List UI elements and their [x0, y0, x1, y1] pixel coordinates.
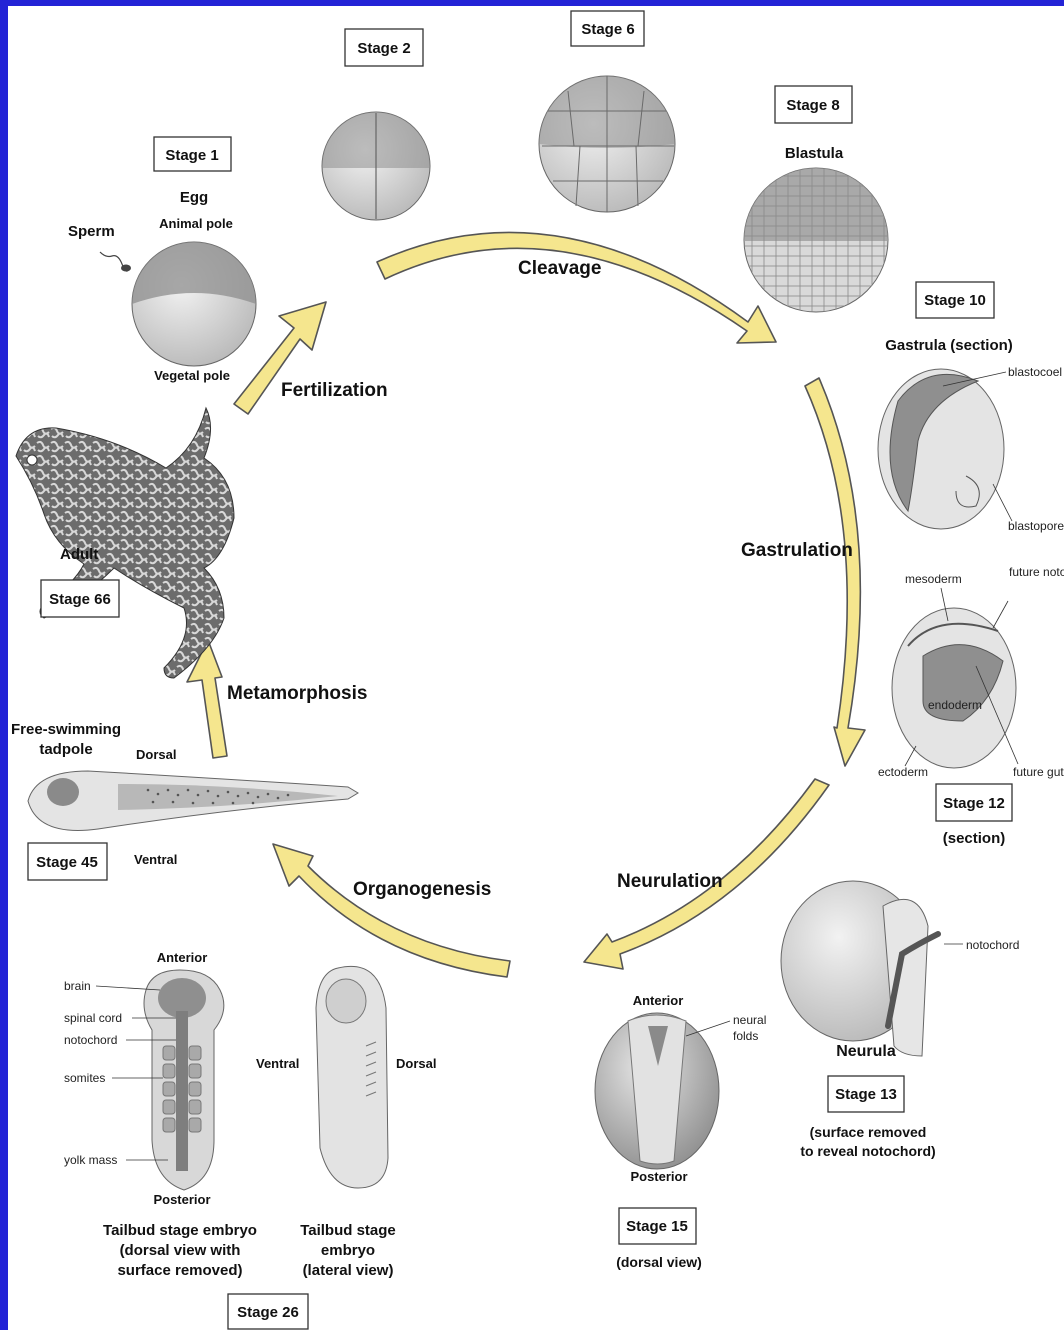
stage-2-group: Stage 2	[322, 29, 430, 220]
tadpole-eye-area	[47, 778, 79, 806]
stage-13-group: notochord Neurula Stage 13 (surface remo…	[781, 881, 1019, 1159]
neural-folds-label-2: folds	[733, 1029, 758, 1043]
animal-pole-label: Animal pole	[159, 216, 233, 231]
tailbud-lateral-head	[326, 979, 366, 1023]
organogenesis-arrow	[273, 844, 510, 977]
neurula-cut-surface	[883, 899, 928, 1056]
stage-15-label: Stage 15	[626, 1218, 688, 1235]
cleavage-arrow	[377, 232, 776, 343]
stage-10-label: Stage 10	[924, 292, 986, 309]
stage-26-group: Anterior brain spinal cord notochord som…	[64, 950, 436, 1329]
stage-13-caption-2: to reveal notochord)	[800, 1143, 935, 1159]
stage-45-label: Stage 45	[36, 854, 98, 871]
life-cycle-diagram: Fertilization Cleavage Gastrulation Neur…	[8, 6, 1064, 1330]
tailbud-caption-a-1: Tailbud stage embryo	[103, 1222, 257, 1239]
tailbud-caption-a-2: (dorsal view with	[120, 1242, 241, 1259]
stage-26-anterior: Anterior	[157, 950, 208, 965]
gastrulation-arrow	[805, 378, 865, 766]
adult-title: Adult	[60, 546, 98, 563]
sperm-label: Sperm	[68, 223, 115, 240]
stage-66-label: Stage 66	[49, 591, 111, 608]
vegetal-pole-label: Vegetal pole	[154, 368, 230, 383]
stage-6-group: Stage 6	[539, 11, 675, 212]
stage-13-label: Stage 13	[835, 1086, 897, 1103]
stage-15-caption: (dorsal view)	[616, 1254, 702, 1270]
somites-label: somites	[64, 1071, 105, 1085]
stage-12-label: Stage 12	[943, 795, 1005, 812]
blastopore-label: blastopore	[1008, 519, 1064, 533]
sperm-head	[121, 265, 131, 272]
future-notochord-label: future notochord	[1009, 565, 1064, 579]
diagram-canvas: Fertilization Cleavage Gastrulation Neur…	[8, 6, 1064, 1330]
tadpole-dorsal-label: Dorsal	[136, 747, 176, 762]
stage-12-group: mesoderm future notochord endoderm ectod…	[878, 565, 1064, 847]
tailbud-caption-b-3: (lateral view)	[303, 1262, 394, 1279]
stage-26-label: Stage 26	[237, 1304, 299, 1321]
tailbud-dorsal-label: Dorsal	[396, 1056, 436, 1071]
stage-66-group: Adult Stage 66	[16, 408, 234, 678]
tailbud-caption-b-1: Tailbud stage	[300, 1222, 396, 1239]
stage-12-caption: (section)	[943, 830, 1006, 847]
tailbud-ventral-label: Ventral	[256, 1056, 299, 1071]
fertilization-label: Fertilization	[281, 380, 388, 401]
organogenesis-label: Organogenesis	[353, 879, 491, 900]
egg-title: Egg	[180, 189, 208, 206]
metamorphosis-label: Metamorphosis	[227, 683, 367, 704]
notochord-label-26: notochord	[64, 1033, 117, 1047]
tailbud-caption-a-3: surface removed)	[117, 1262, 242, 1279]
stage-1-label: Stage 1	[165, 147, 218, 164]
stage-15-group: Anterior neural folds Posterior Stage 15…	[595, 993, 766, 1270]
stage-1-group: Stage 1 Egg Animal pole Sperm Vegetal po…	[68, 137, 256, 383]
endoderm-label: endoderm	[928, 698, 982, 712]
brain-label: brain	[64, 979, 91, 993]
neurula-title: Neurula	[836, 1043, 896, 1060]
stage-10-group: Stage 10 Gastrula (section) blastocoel b…	[878, 282, 1064, 533]
mesoderm-label: mesoderm	[905, 572, 962, 586]
stage-2-label: Stage 2	[357, 40, 410, 57]
cleavage-label: Cleavage	[518, 258, 601, 279]
spinal-cord-label: spinal cord	[64, 1011, 122, 1025]
ectoderm-label: ectoderm	[878, 765, 928, 779]
stage-13-caption-1: (surface removed	[810, 1124, 927, 1140]
neural-folds-label-1: neural	[733, 1013, 766, 1027]
stage-15-anterior: Anterior	[633, 993, 684, 1008]
gastrulation-label: Gastrulation	[741, 540, 853, 561]
stage-8-group: Stage 8 Blastula	[744, 86, 888, 312]
blastocoel-label: blastocoel	[1008, 365, 1062, 379]
stage-8-label: Stage 8	[786, 97, 839, 114]
neurulation-label: Neurulation	[617, 871, 723, 892]
stage-6-label: Stage 6	[581, 21, 634, 38]
stage-15-posterior: Posterior	[630, 1169, 687, 1184]
blastula-title: Blastula	[785, 145, 844, 162]
tadpole-title-2: tadpole	[39, 741, 92, 758]
yolk-mass-label: yolk mass	[64, 1153, 117, 1167]
frog-eye	[27, 455, 37, 465]
blastula-cells	[744, 168, 888, 312]
stage-26-posterior: Posterior	[153, 1192, 210, 1207]
tadpole-ventral-label: Ventral	[134, 852, 177, 867]
gastrula-title: Gastrula (section)	[885, 337, 1013, 354]
future-gut-label: future gut	[1013, 765, 1064, 779]
adult-frog	[16, 408, 234, 678]
tailbud-caption-b-2: embryo	[321, 1242, 375, 1259]
tailbud-spinal-cord	[176, 1011, 188, 1171]
notochord-label-13: notochord	[966, 938, 1019, 952]
cycle-arrows	[187, 232, 865, 977]
tadpole-title-1: Free-swimming	[11, 721, 121, 738]
